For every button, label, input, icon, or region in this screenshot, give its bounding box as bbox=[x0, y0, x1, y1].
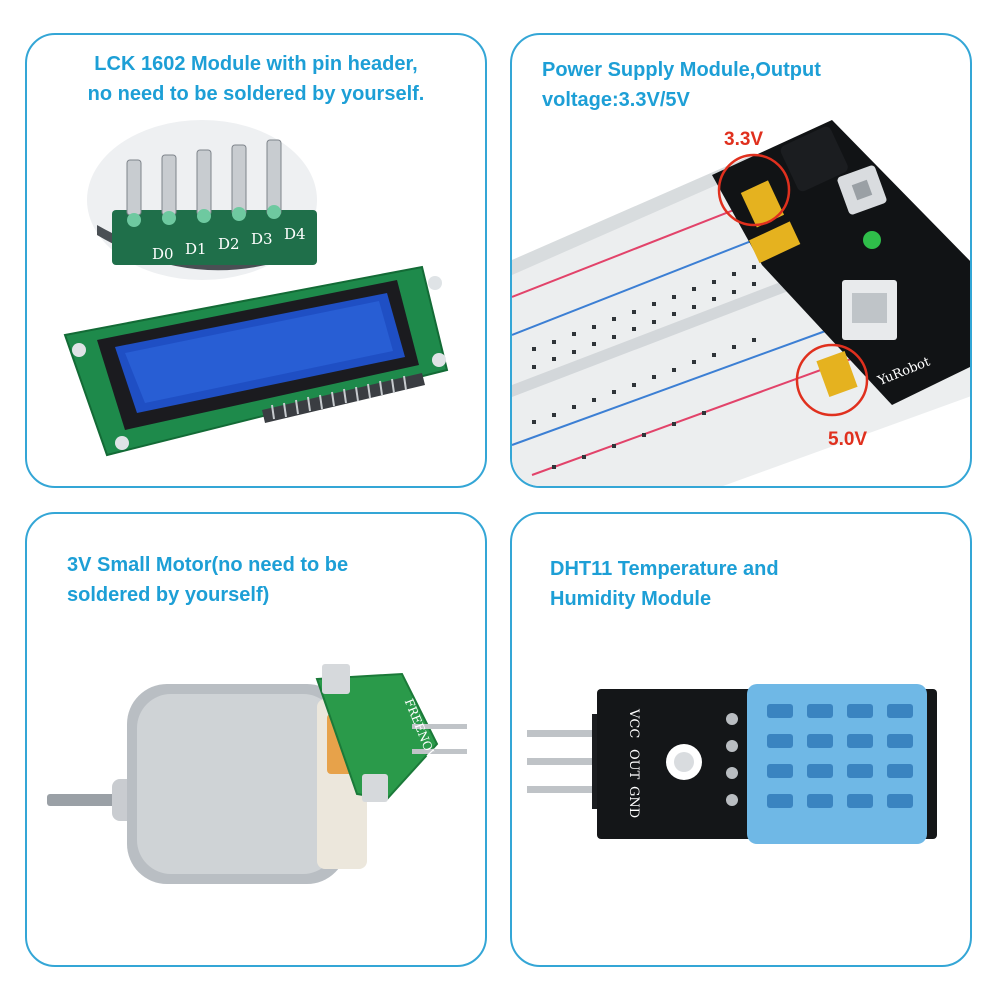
motor-caption-line-2: soldered by yourself) bbox=[67, 584, 270, 606]
dht11-illustration: VCC OUT GND bbox=[527, 684, 937, 844]
power-supply-illustration: YuRobot 3.3V 5.0V bbox=[512, 120, 970, 486]
jumper-3v3-highlight bbox=[717, 153, 791, 227]
motor-caption: 3V Small Motor(no need to be soldered by… bbox=[67, 550, 348, 610]
dht-pin-out: OUT bbox=[626, 749, 641, 780]
dht-pin-gnd: GND bbox=[626, 786, 641, 818]
power-caption: Power Supply Module,Output voltage:3.3V/… bbox=[542, 55, 821, 115]
lcd-module-illustration: D0 D1 D2 D3 D4 bbox=[63, 120, 449, 457]
motor-illustration: FREENOVE bbox=[47, 664, 467, 884]
motor: FREENOVE bbox=[47, 664, 467, 884]
panel-dht11: VCC OUT GND DHT11 Temperature and Humidi… bbox=[510, 512, 972, 967]
lcd-caption: LCK 1602 Module with pin header, no need… bbox=[27, 49, 485, 109]
dht-caption: DHT11 Temperature and Humidity Module bbox=[550, 554, 779, 614]
jumper-5v-highlight bbox=[795, 343, 869, 417]
panel-small-motor: FREENOVE 3V Small Motor(no need to be so… bbox=[25, 512, 487, 967]
dht-caption-line-2: Humidity Module bbox=[550, 588, 712, 610]
dht-caption-line-1: DHT11 Temperature and bbox=[550, 558, 779, 580]
pin-label-d0: D0 bbox=[152, 245, 174, 263]
panel-power-supply: YuRobot 3.3V 5.0V Power Supply Module,Ou… bbox=[510, 33, 972, 488]
lcd-board bbox=[63, 265, 449, 457]
pin-label-d2: D2 bbox=[218, 235, 240, 253]
pin-label-d4: D4 bbox=[284, 225, 306, 243]
pin-header-zoom: D0 D1 D2 D3 D4 bbox=[87, 120, 317, 280]
power-caption-line-2: voltage:3.3V/5V bbox=[542, 89, 690, 111]
pin-label-d1: D1 bbox=[185, 240, 207, 258]
lcd-caption-line-1: LCK 1602 Module with pin header, bbox=[94, 53, 418, 75]
label-5v: 5.0V bbox=[828, 429, 867, 450]
dht-pin-vcc: VCC bbox=[626, 708, 641, 738]
power-caption-line-1: Power Supply Module,Output bbox=[542, 59, 821, 81]
panel-lcd-module: D0 D1 D2 D3 D4 bbox=[25, 33, 487, 488]
lcd-caption-line-2: no need to be soldered by yourself. bbox=[87, 83, 425, 105]
dht11-sensor bbox=[747, 684, 927, 844]
power-supply-board: YuRobot bbox=[712, 120, 970, 405]
label-3v3: 3.3V bbox=[724, 129, 763, 150]
pin-label-d3: D3 bbox=[251, 230, 273, 248]
motor-caption-line-1: 3V Small Motor(no need to be bbox=[67, 554, 349, 576]
